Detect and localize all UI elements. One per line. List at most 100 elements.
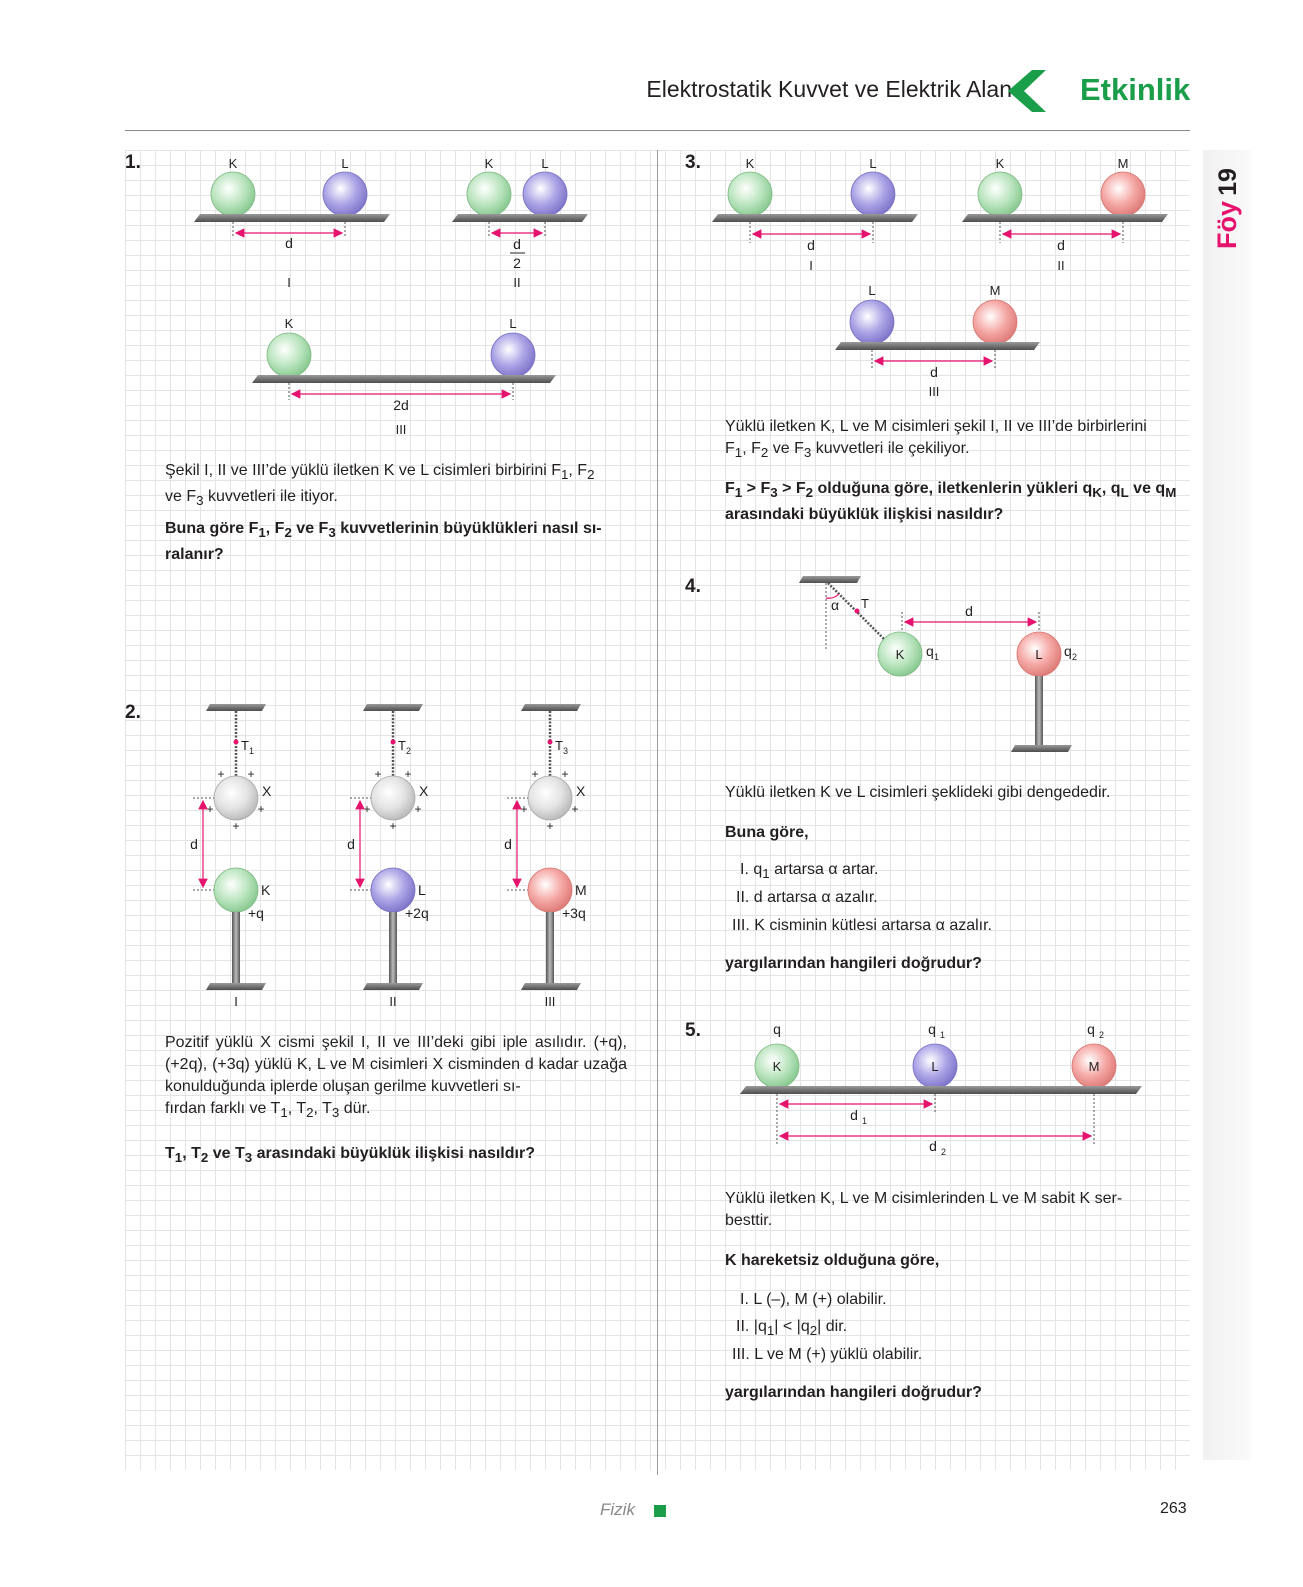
label-X: X bbox=[262, 783, 272, 799]
plus-sign: + bbox=[363, 802, 370, 816]
label-T: T bbox=[861, 596, 869, 611]
text: olduğuna göre, iletkenlerin yükleri q bbox=[813, 480, 1093, 497]
q1-figure-II: K L d 2 II bbox=[452, 156, 588, 290]
label-q-subscript: 2 bbox=[1072, 652, 1077, 662]
subscript: 3 bbox=[770, 485, 778, 501]
text: | < |q bbox=[774, 1318, 810, 1335]
sphere-L bbox=[522, 171, 568, 217]
support-pole bbox=[232, 912, 240, 984]
q4-figure: α T K q 1 d L q 2 bbox=[799, 576, 1077, 752]
side-tab-number: 19 bbox=[1214, 168, 1242, 196]
sphere-K bbox=[210, 171, 256, 217]
label-q: q bbox=[926, 643, 934, 659]
side-tab bbox=[1203, 150, 1251, 1460]
support-pole bbox=[389, 912, 397, 984]
q3-figure-III: L M d III bbox=[835, 283, 1040, 399]
q5-option-3: III. L ve M (+) yüklü olabilir. bbox=[732, 1346, 923, 1363]
text: Buna göre F bbox=[165, 520, 259, 537]
text: besttir. bbox=[725, 1212, 773, 1229]
q4-option-1: I. q1 artarsa α artar. bbox=[740, 861, 879, 881]
label-K: K bbox=[229, 156, 238, 171]
side-tab-text: Föy bbox=[1212, 201, 1242, 249]
sphere-L bbox=[850, 171, 896, 217]
surface-bar bbox=[740, 1086, 1142, 1094]
plus-sign: + bbox=[404, 767, 411, 781]
page-header-brand: Etkinlik bbox=[1080, 72, 1191, 107]
footer-subject: Fizik bbox=[600, 1500, 635, 1519]
label-K: K bbox=[485, 156, 494, 171]
footer-square-icon bbox=[654, 1505, 666, 1517]
label-2: 2 bbox=[513, 255, 521, 271]
text: , T bbox=[182, 1145, 201, 1162]
string bbox=[827, 582, 887, 642]
q4-lead: Buna göre, bbox=[725, 824, 809, 841]
label-M: M bbox=[1089, 1059, 1100, 1074]
subscript: 3 bbox=[196, 493, 204, 509]
text: kuvvetleri ile itiyor. bbox=[203, 488, 338, 506]
subscript: 3 bbox=[244, 1150, 253, 1166]
tension-point bbox=[390, 739, 396, 745]
subscript: 2 bbox=[200, 1150, 209, 1166]
subscript: 1 bbox=[280, 1105, 288, 1121]
plus-sign: + bbox=[520, 802, 527, 816]
tension-point bbox=[854, 608, 860, 614]
plus-sign: + bbox=[257, 802, 264, 816]
text: ve T bbox=[208, 1145, 245, 1162]
label-M: M bbox=[575, 882, 587, 898]
q5-option-2: II. |q1| < |q2| dir. bbox=[736, 1318, 847, 1338]
figure-label-I: I bbox=[287, 275, 291, 290]
q2-question: T1, T2 ve T3 arasındaki büyüklük ilişkis… bbox=[165, 1143, 630, 1169]
text: arasındaki büyüklük ilişkisi nasıldır? bbox=[725, 506, 1004, 524]
subscript: 2 bbox=[809, 1323, 818, 1339]
subscript: 1 bbox=[762, 866, 770, 882]
sphere-K bbox=[877, 631, 923, 677]
surface-bar bbox=[835, 342, 1040, 350]
label-T-subscript: 3 bbox=[563, 746, 568, 756]
q3-figure-II: K M d II bbox=[962, 156, 1168, 273]
label-T-subscript: 1 bbox=[249, 746, 254, 756]
charge-label: +q bbox=[248, 905, 264, 921]
sphere-K bbox=[466, 171, 512, 217]
subscript: 1 bbox=[734, 445, 743, 461]
charge-label: +3q bbox=[562, 905, 586, 921]
subscript: L bbox=[1120, 485, 1129, 501]
chevron-left-icon bbox=[1008, 70, 1046, 112]
q4-question: yargılarından hangileri doğrudur? bbox=[725, 955, 982, 972]
label-L: L bbox=[868, 283, 875, 298]
ceiling-bar bbox=[799, 576, 861, 583]
figure-label-I: I bbox=[809, 258, 813, 273]
question-4-number: 4. bbox=[685, 576, 701, 597]
surface-bar bbox=[452, 214, 588, 222]
question-5-number: 5. bbox=[685, 1020, 701, 1041]
sphere-L bbox=[849, 299, 895, 345]
base-bar bbox=[1011, 745, 1072, 752]
label-d: d bbox=[347, 836, 355, 852]
plus-sign: + bbox=[374, 767, 381, 781]
figure-label-III: III bbox=[545, 994, 556, 1009]
q2-description: Pozitif yüklü X cismi şekil I, II ve III… bbox=[165, 1032, 627, 1124]
sphere-X bbox=[527, 775, 573, 821]
subscript: 2 bbox=[805, 485, 814, 501]
tension-point bbox=[233, 739, 239, 745]
sphere-L bbox=[322, 171, 368, 217]
text: Yüklü iletken K, L ve M cisimlerinden L … bbox=[725, 1190, 1123, 1207]
plus-sign: + bbox=[206, 802, 213, 816]
subscript: 2 bbox=[284, 525, 292, 541]
text: F bbox=[725, 440, 735, 457]
label-K: K bbox=[896, 647, 905, 662]
header-rule bbox=[125, 130, 1190, 131]
sphere-K bbox=[266, 332, 312, 378]
label-d: d bbox=[1057, 237, 1065, 253]
label-d: d bbox=[965, 603, 973, 619]
subscript: K bbox=[1092, 485, 1102, 501]
label-T: T bbox=[555, 738, 563, 753]
q4-option-2: II. d artarsa α azalır. bbox=[736, 889, 878, 906]
label-q-subscript: 1 bbox=[940, 1030, 945, 1040]
label-L: L bbox=[869, 156, 876, 171]
label-X: X bbox=[576, 783, 586, 799]
base-bar bbox=[206, 983, 266, 990]
text: , T bbox=[287, 1100, 307, 1117]
surface-bar bbox=[712, 214, 918, 222]
label-T-subscript: 2 bbox=[406, 746, 411, 756]
figure-label-II: II bbox=[389, 994, 396, 1009]
